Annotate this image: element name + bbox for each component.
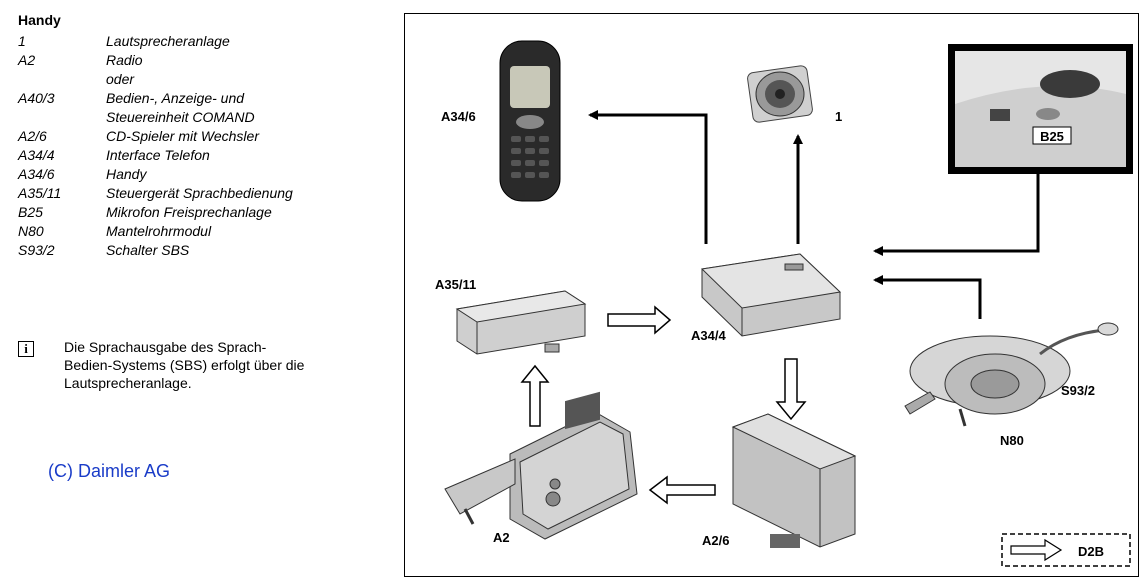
legend-text: Interface Telefon [106,147,210,163]
legend-text: Handy [106,166,147,182]
legend-code: A34/4 [18,147,55,163]
signal-arrows [588,110,1040,319]
legend-row: oder [18,70,388,89]
arrow-interface-to-cd [775,358,807,421]
arrow-to-phone [588,110,708,244]
label-speaker: 1 [835,109,842,124]
note-line: Bedien-Systems (SBS) erfolgt über die [64,357,305,373]
legend-title: Handy [18,12,61,28]
d2b-tag [1001,533,1131,567]
legend-code: A40/3 [18,90,55,106]
legend-row: S93/2 Schalter SBS [18,241,388,260]
legend-row: A34/4 Interface Telefon [18,146,388,165]
label-interface: A34/4 [691,328,726,343]
legend-row: N80 Mantelrohrmodul [18,222,388,241]
system-diagram: A34/6 1 B25 A35/11 A34/4 [404,13,1139,577]
legend-row: Steuereinheit COMAND [18,108,388,127]
legend-row: A2 Radio [18,51,388,70]
note-line: Die Sprachausgabe des Sprach- [64,339,267,355]
legend-code: 1 [18,33,26,49]
phone-image [499,40,561,202]
diagram-svg: A34/6 1 B25 A35/11 A34/4 [435,40,1133,567]
legend-text: Radio [106,52,143,68]
cd-changer [731,413,857,548]
legend-code: A2 [18,52,36,68]
legend-text: Steuereinheit COMAND [106,109,255,125]
sbs-control-unit [455,290,587,355]
legend-text: CD-Spieler mit Wechsler [106,128,259,144]
label-radio: A2 [493,530,510,545]
legend-text: Mikrofon Freisprechanlage [106,204,272,220]
legend-row: A34/6 Handy [18,165,388,184]
legend-code: S93/2 [18,242,55,258]
note-line: Lautsprecheranlage. [64,375,192,391]
arrow-from-mic [873,171,1040,256]
legend-row: A35/11 Steuergerät Sprachbedienung [18,184,388,203]
legend-code: A34/6 [18,166,55,182]
legend-code: A35/11 [18,185,62,201]
label-phone: A34/6 [441,109,476,124]
label-cd-changer: A2/6 [702,533,729,548]
label-switch: S93/2 [1061,383,1095,398]
legend-code: B25 [18,204,43,220]
copyright-text: (C) Daimler AG [48,461,171,481]
note-text: Die Sprachausgabe des Sprach- Bedien-Sys… [64,338,304,392]
arrow-radio-to-sbs [520,364,550,427]
legend-code: A2/6 [18,128,47,144]
arrow-cd-to-radio [648,475,716,505]
legend-code: N80 [18,223,44,239]
label-sbs-unit: A35/11 [435,277,476,292]
legend-text: Steuergerät Sprachbedienung [106,185,293,201]
legend-row: A2/6 CD-Spieler mit Wechsler [18,127,388,146]
legend-text: Bedien-, Anzeige- und [106,90,245,106]
speaker-image [747,65,813,123]
legend-text: Schalter SBS [106,242,190,258]
legend-row: 1 Lautsprecheranlage [18,32,388,51]
microphone-photo [948,44,1133,174]
legend-row: A40/3 Bedien-, Anzeige- und [18,89,388,108]
legend-text: oder [106,71,135,87]
hollow-arrows [520,305,807,505]
arrow-from-column-module [873,275,982,319]
label-mic: B25 [1040,129,1064,144]
info-icon: i [18,341,34,357]
arrow-sbs-to-interface [607,305,672,335]
radio-unit [444,391,638,540]
legend-code [18,70,106,89]
legend-text: Mantelrohrmodul [106,223,212,239]
label-d2b: D2B [1078,544,1104,559]
legend-row: B25 Mikrofon Freisprechanlage [18,203,388,222]
steering-column-module [904,322,1119,427]
label-column-module: N80 [1000,433,1024,448]
legend-text: Lautsprecheranlage [106,33,230,49]
telephone-interface [700,253,842,337]
info-note: i Die Sprachausgabe des Sprach- Bedien-S… [18,338,378,392]
legend-code [18,108,106,127]
